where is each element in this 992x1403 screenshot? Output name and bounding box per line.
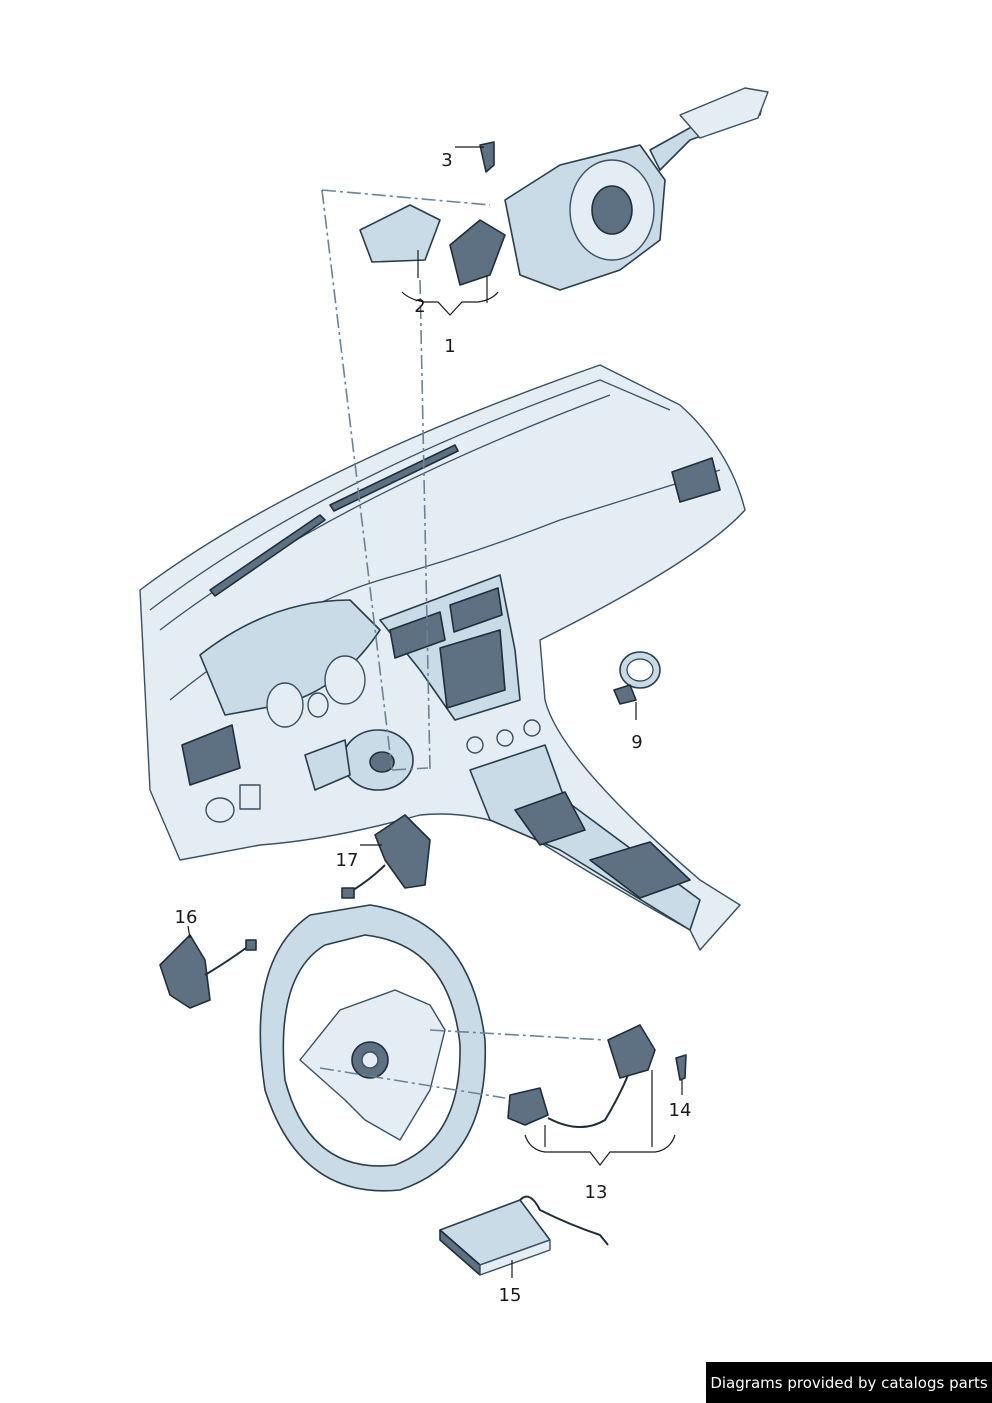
callout-14: 14 [669, 1100, 692, 1121]
part-17-switch [341, 814, 431, 899]
steering-wheel [259, 904, 487, 1192]
callout-2: 2 [414, 296, 425, 317]
steering-column-switch [359, 87, 769, 291]
dashboard-illustration [139, 364, 746, 951]
reference-lines [319, 189, 606, 1099]
callout-1: 1 [444, 336, 455, 357]
callout-16: 16 [175, 907, 198, 928]
callout-17: 17 [336, 850, 359, 871]
callout-9: 9 [631, 732, 642, 753]
credit-banner: Diagrams provided by catalogs parts [706, 1362, 992, 1403]
part-15-control-unit [439, 1195, 609, 1276]
callout-15: 15 [499, 1285, 522, 1306]
callout-labels: 1 2 3 9 13 14 15 16 17 [175, 150, 692, 1306]
callout-3: 3 [441, 150, 452, 171]
part-16-switch [159, 934, 257, 1009]
callout-13: 13 [585, 1182, 608, 1203]
part-13-switch-set [507, 1024, 687, 1128]
leader-lines [187, 146, 683, 1278]
part-9-ring [613, 651, 661, 705]
